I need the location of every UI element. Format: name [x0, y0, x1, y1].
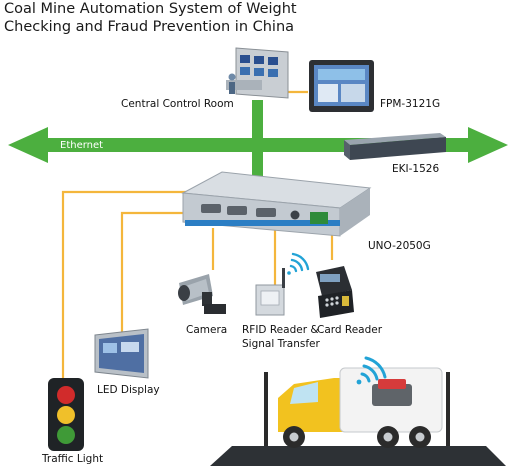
traffic-light-icon: [48, 378, 84, 451]
controller-label: UNO-2050G: [368, 240, 431, 252]
ethernet-label: Ethernet: [60, 140, 104, 151]
rfid-reader-icon: [255, 268, 285, 316]
led-display-label: LED Display: [97, 384, 160, 396]
truck-wireless-icon: [356, 356, 387, 385]
led-display-icon: [94, 328, 149, 379]
camera-icon: [178, 274, 226, 314]
control-room-icon: [226, 47, 289, 99]
diagram-title: Coal Mine Automation System of Weight Ch…: [4, 0, 304, 36]
card-reader-icon: [316, 266, 354, 318]
panel-pc-icon: [309, 60, 374, 112]
traffic-light-label: Traffic Light: [42, 453, 104, 465]
controller-link: [252, 151, 263, 192]
rfid-label-line-1: RFID Reader &: [242, 324, 319, 336]
camera-label: Camera: [186, 324, 228, 336]
switch-icon: [344, 133, 446, 160]
control-room-label: Central Control Room: [121, 98, 234, 110]
weighbridge-icon: [210, 372, 506, 466]
rfid-wireless-icon: [287, 252, 310, 275]
switch-label: EKI-1526: [392, 163, 440, 175]
truck-icon: [278, 367, 443, 448]
rfid-label-line-2: Signal Transfer: [242, 338, 320, 350]
card-reader-label: Card Reader: [317, 324, 383, 336]
ethernet-arrow: [8, 127, 508, 163]
panel-pc-label: FPM-3121G: [380, 98, 441, 110]
title-line-2: Checking and Fraud Prevention in China: [4, 19, 295, 35]
title-line-1: Coal Mine Automation System of Weight: [4, 1, 297, 17]
controller-icon: [181, 171, 372, 237]
control-room-link: [252, 100, 263, 140]
